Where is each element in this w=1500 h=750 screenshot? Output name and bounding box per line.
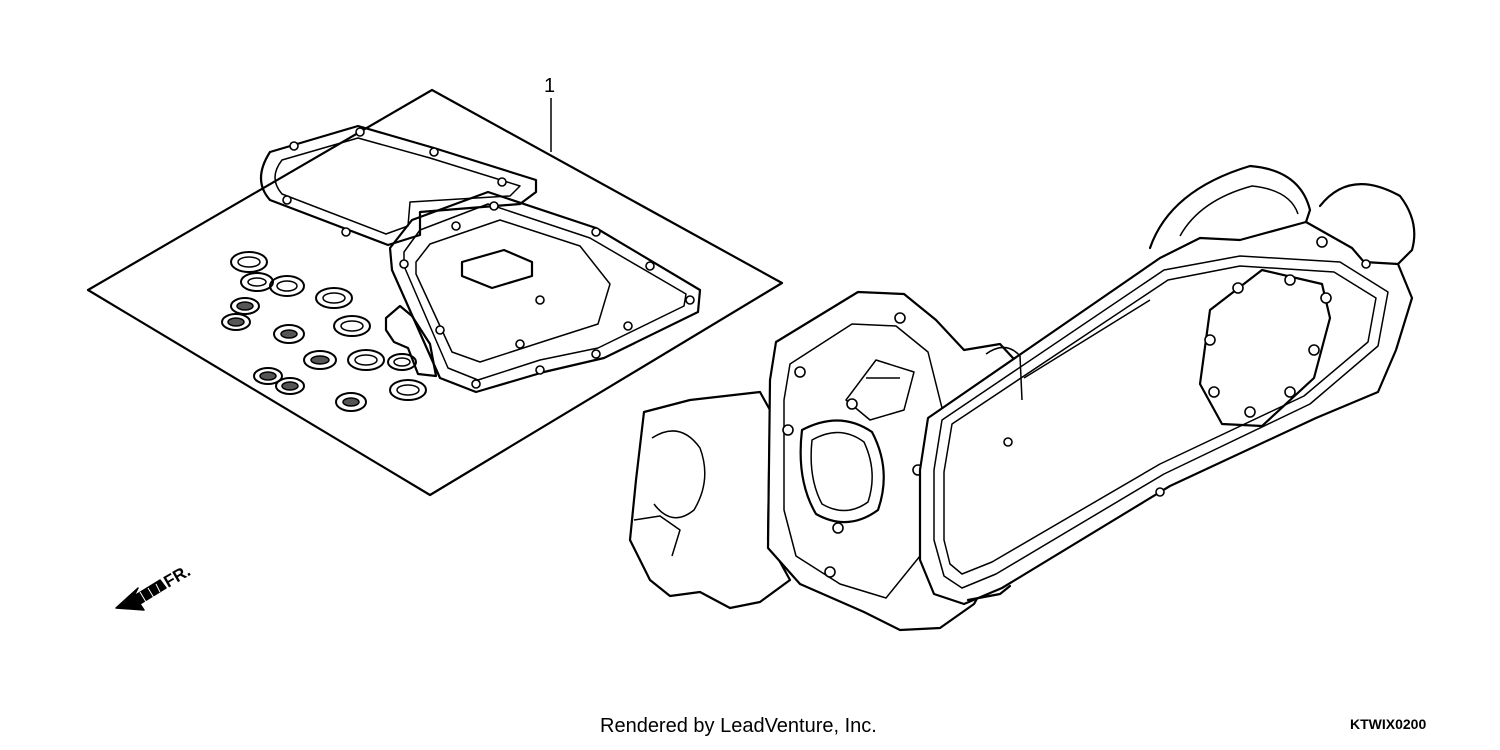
render-credit: Rendered by LeadVenture, Inc. (600, 715, 877, 737)
front-direction-arrow-icon (115, 579, 167, 611)
gasket-kit-icon[interactable] (86, 88, 784, 497)
diagram-code: KTWIX0200 (1350, 716, 1426, 732)
engine-assembly-icon[interactable] (628, 164, 1416, 632)
callout-number-1[interactable]: 1 (544, 75, 555, 97)
